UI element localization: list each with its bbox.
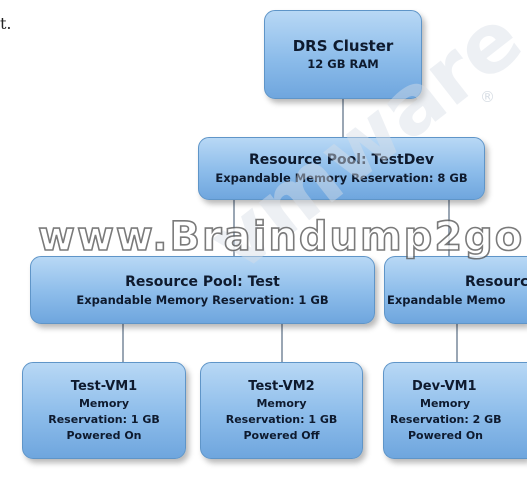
connector-test-vm1 [122,324,124,362]
connector-testdev-dev [448,200,450,256]
vm-node-dev-vm1: Dev-VM1 Memory Reservation: 2 GB Powered… [383,362,527,459]
resource-pool-dev-node: Resourc Expandable Memo [384,256,527,324]
vm-detail: Memory [78,396,130,410]
node-detail: 12 GB RAM [307,57,379,71]
vm-name: Test-VM1 [70,378,138,394]
connector-dev-vm1 [456,324,458,362]
connector-cluster-testdev [342,99,344,137]
vm-node-test-vm2: Test-VM2 Memory Reservation: 1 GB Powere… [200,362,363,459]
node-detail: Expandable Memory Reservation: 1 GB [76,292,329,307]
vm-power-state: Powered Off [243,428,320,442]
cropped-text-fragment: t. [0,14,12,33]
vm-power-state: Powered On [66,428,142,442]
site-watermark: www.Braindump2go [37,213,525,261]
vm-reservation: Reservation: 2 GB [390,412,502,426]
resource-pool-test-node: Resource Pool: Test Expandable Memory Re… [30,256,375,324]
resource-pool-testdev-node: Resource Pool: TestDev Expandable Memory… [198,137,485,200]
vm-reservation: Reservation: 1 GB [48,412,160,426]
node-title: Resource Pool: TestDev [249,152,434,168]
connector-testdev-test [233,200,235,256]
vm-detail: Memory [256,396,307,410]
vm-reservation: Reservation: 1 GB [225,412,338,426]
vm-name: Test-VM2 [248,378,315,394]
node-detail: Expandable Memory Reservation: 8 GB [215,171,468,185]
node-title: Resource Pool: Test [125,273,280,290]
registered-mark: ® [480,88,495,106]
node-title: DRS Cluster [292,37,394,55]
drs-cluster-node: DRS Cluster 12 GB RAM [264,10,422,99]
vm-name: Dev-VM1 [412,378,477,394]
vm-detail: Memory [420,396,471,410]
node-title: Resourc [465,273,527,290]
vm-power-state: Powered On [408,428,484,442]
connector-test-vm2 [281,324,283,362]
vm-node-test-vm1: Test-VM1 Memory Reservation: 1 GB Powere… [22,362,186,459]
node-detail: Expandable Memo [387,292,506,307]
